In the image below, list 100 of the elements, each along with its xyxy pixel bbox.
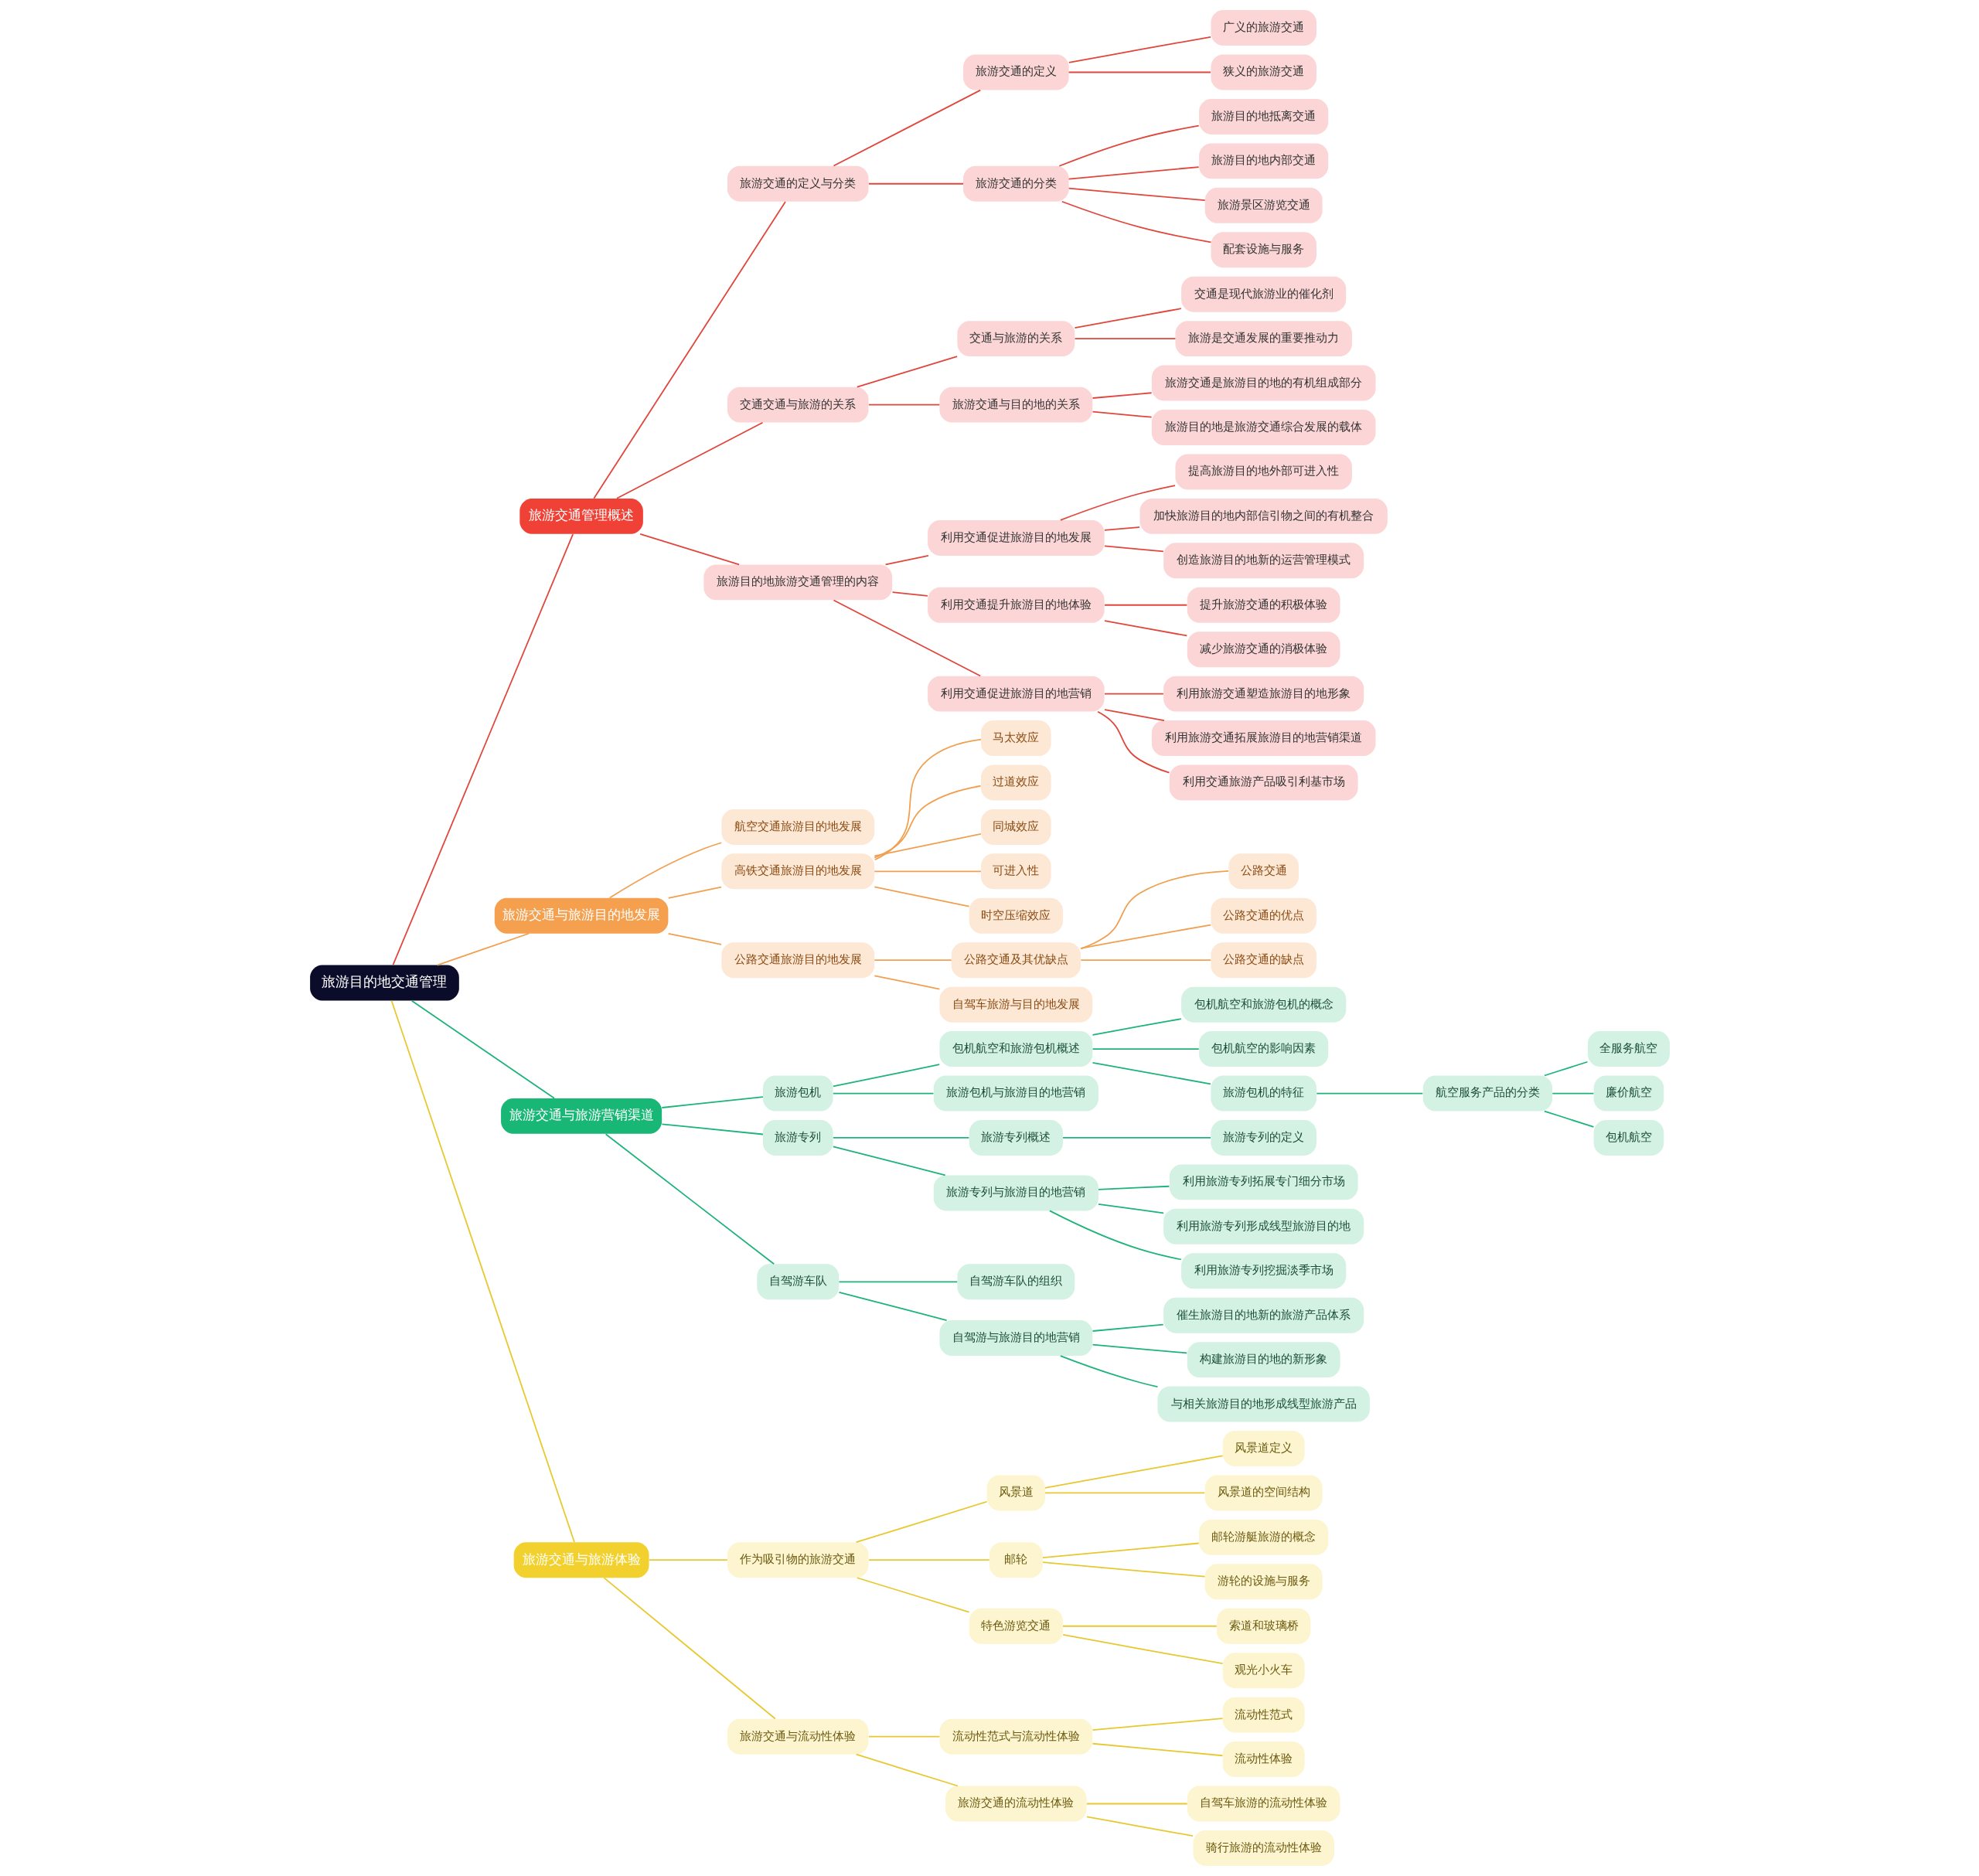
node-box: 旅游目的地交通管理 — [309, 965, 459, 1001]
connector — [667, 886, 722, 899]
node-box: 交通交通与旅游的关系 — [727, 386, 868, 423]
connector — [1092, 1323, 1164, 1332]
connector — [1103, 620, 1187, 637]
connector — [392, 533, 574, 966]
node-box: 航空服务产品的分类 — [1422, 1075, 1552, 1112]
node-box: 狭义的旅游交通 — [1210, 54, 1316, 90]
node-box: 公路交通的优点 — [1210, 897, 1316, 934]
node-box: 旅游专列的定义 — [1210, 1120, 1316, 1156]
connector — [884, 555, 929, 566]
node-box: 游轮的设施与服务 — [1204, 1564, 1323, 1600]
node-box: 索道和玻璃桥 — [1216, 1608, 1310, 1644]
connector — [1061, 200, 1211, 243]
node-box: 自驾游与旅游目的地营销 — [938, 1320, 1092, 1357]
connector — [410, 999, 555, 1099]
connector — [1048, 1210, 1182, 1261]
connector — [873, 870, 982, 873]
node-box: 旅游交通与目的地的关系 — [938, 386, 1092, 423]
node-box: 旅游交通管理概述 — [519, 498, 643, 534]
connector — [1103, 709, 1165, 721]
connector — [1058, 124, 1200, 167]
connector — [1097, 1185, 1170, 1190]
node-box: 流动性范式与流动性体验 — [938, 1718, 1092, 1755]
connector — [855, 1753, 959, 1787]
connector — [856, 356, 958, 388]
connector — [1085, 1816, 1194, 1837]
node-box: 作为吸引物的旅游交通 — [727, 1542, 868, 1578]
connector — [1092, 1343, 1187, 1354]
connector — [1061, 1633, 1223, 1664]
node-box: 自驾游车队 — [756, 1264, 839, 1300]
node-box: 利用旅游专列形成线型旅游目的地 — [1163, 1208, 1364, 1244]
connector — [1068, 36, 1211, 63]
connector — [648, 1559, 728, 1561]
connector — [1061, 1625, 1218, 1627]
node-box: 创造旅游目的地新的运营管理模式 — [1163, 543, 1364, 579]
node-box: 旅游专列与旅游目的地营销 — [933, 1175, 1098, 1211]
connector — [1092, 1742, 1223, 1757]
node-box: 旅游目的地旅游交通管理的内容 — [703, 564, 892, 601]
connector — [1044, 1492, 1205, 1494]
connector — [603, 1577, 776, 1720]
connector — [891, 591, 928, 597]
node-box: 利用旅游专列拓展专门细分市场 — [1169, 1164, 1358, 1200]
connector — [1092, 1048, 1200, 1050]
connector — [1103, 526, 1140, 531]
node-box: 旅游交通是旅游目的地的有机组成部分 — [1151, 365, 1376, 401]
connector — [1092, 392, 1153, 399]
connector — [436, 932, 530, 966]
node-box: 全服务航空 — [1587, 1031, 1670, 1067]
node-box: 骑行旅游的流动性体验 — [1192, 1830, 1334, 1866]
connector — [832, 1137, 969, 1139]
node-box: 包机航空和旅游包机概述 — [938, 1031, 1092, 1067]
node-box: 风景道定义 — [1222, 1431, 1305, 1466]
connector — [1074, 338, 1176, 340]
connector — [873, 833, 982, 857]
node-box: 广义的旅游交通 — [1210, 10, 1316, 46]
node-box: 旅游包机与旅游目的地营销 — [933, 1075, 1098, 1112]
node-box: 旅游目的地内部交通 — [1198, 143, 1328, 179]
connector — [833, 599, 981, 677]
node-box: 邮轮游艇旅游的概念 — [1198, 1519, 1328, 1555]
connector — [873, 785, 981, 859]
connector — [639, 533, 740, 566]
node-box: 旅游交通的分类 — [962, 165, 1069, 202]
node-box: 自驾游车队的组织 — [956, 1264, 1075, 1300]
connector — [1080, 870, 1229, 950]
connector — [1543, 1061, 1588, 1077]
node-box: 流动性体验 — [1222, 1742, 1305, 1777]
connector — [592, 201, 786, 499]
node-box: 邮轮 — [989, 1542, 1043, 1578]
node-box: 构建旅游目的地的新形象 — [1187, 1342, 1340, 1378]
node-box: 旅游目的地是旅游交通综合发展的载体 — [1151, 410, 1376, 445]
node-box: 配套设施与服务 — [1210, 232, 1316, 268]
node-box: 过道效应 — [980, 764, 1051, 801]
node-box: 加快旅游目的地内部信引物之间的有机整合 — [1139, 498, 1388, 534]
node-box: 风景道 — [986, 1475, 1045, 1511]
connector — [1079, 959, 1211, 962]
node-box: 旅游专列概述 — [969, 1120, 1063, 1156]
connector — [1068, 71, 1211, 73]
node-box: 利用旅游交通拓展旅游目的地营销渠道 — [1151, 720, 1376, 756]
connector — [867, 403, 940, 406]
connector — [832, 1064, 940, 1088]
connector — [1551, 1092, 1594, 1095]
connector — [833, 89, 981, 167]
node-box: 利用旅游交通塑造旅游目的地形象 — [1163, 676, 1364, 712]
connector — [867, 1735, 940, 1738]
connector — [1059, 485, 1176, 521]
node-box: 公路交通的缺点 — [1210, 942, 1316, 979]
connector — [615, 421, 763, 499]
connector — [660, 1123, 764, 1135]
node-box: 自驾车旅游的流动性体验 — [1187, 1786, 1340, 1822]
connector — [1061, 1137, 1211, 1139]
node-box: 流动性范式 — [1222, 1697, 1305, 1733]
node-box: 公路交通及其优缺点 — [951, 942, 1081, 979]
connector — [1085, 1803, 1188, 1805]
connector — [832, 1146, 946, 1176]
connector — [867, 182, 964, 185]
connector — [838, 1291, 947, 1321]
node-box: 风景道的空间结构 — [1204, 1475, 1323, 1511]
node-box: 包机航空和旅游包机的概念 — [1180, 986, 1346, 1023]
connector — [1041, 1542, 1200, 1559]
